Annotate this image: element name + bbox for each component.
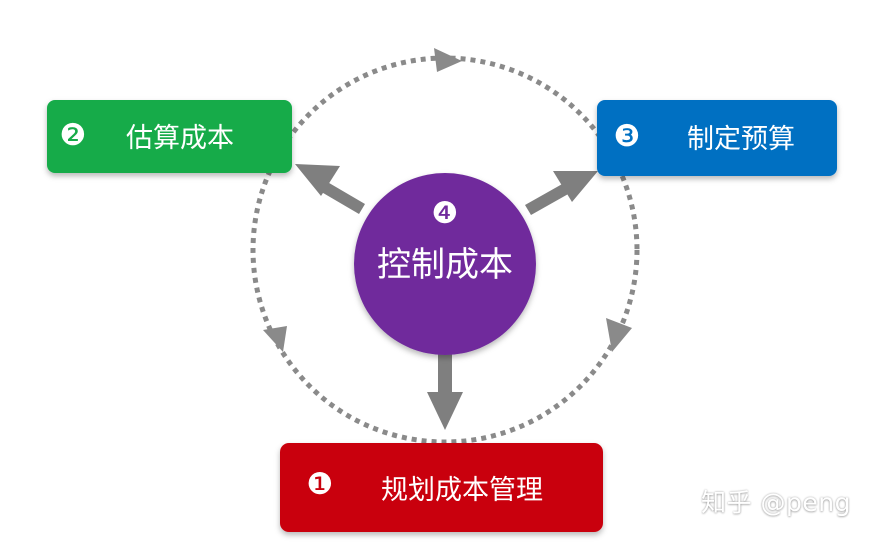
node-manage-number: ❶ bbox=[307, 467, 334, 502]
node-control-number: ❹ bbox=[432, 196, 459, 231]
node-estimate-box bbox=[47, 100, 292, 173]
arrow-to-budget bbox=[525, 171, 598, 215]
node-manage-label: 规划成本管理 bbox=[381, 475, 543, 506]
watermark-text: 知乎 @peng bbox=[701, 488, 851, 517]
node-budget-number: ❸ bbox=[614, 119, 641, 154]
node-plan-cost-management: ❶ 规划成本管理 bbox=[280, 443, 603, 532]
node-control-label: 控制成本 bbox=[377, 245, 513, 285]
node-budget-box bbox=[597, 100, 837, 176]
node-determine-budget: ❸ 制定预算 bbox=[597, 100, 837, 176]
cycle-direction-arrow-left bbox=[263, 326, 287, 352]
node-budget-label: 制定预算 bbox=[687, 124, 795, 155]
node-estimate-cost: ❷ 估算成本 bbox=[47, 100, 292, 173]
arrow-to-manage bbox=[427, 350, 463, 430]
cycle-direction-arrow-top bbox=[434, 48, 462, 72]
node-control-circle bbox=[354, 173, 536, 355]
node-estimate-label: 估算成本 bbox=[126, 123, 234, 154]
node-manage-box bbox=[280, 443, 603, 532]
cycle-direction-arrow-right bbox=[606, 318, 632, 352]
node-estimate-number: ❷ bbox=[60, 118, 87, 153]
node-control-cost: ❹ 控制成本 bbox=[354, 173, 536, 355]
arrow-to-estimate bbox=[295, 164, 365, 214]
